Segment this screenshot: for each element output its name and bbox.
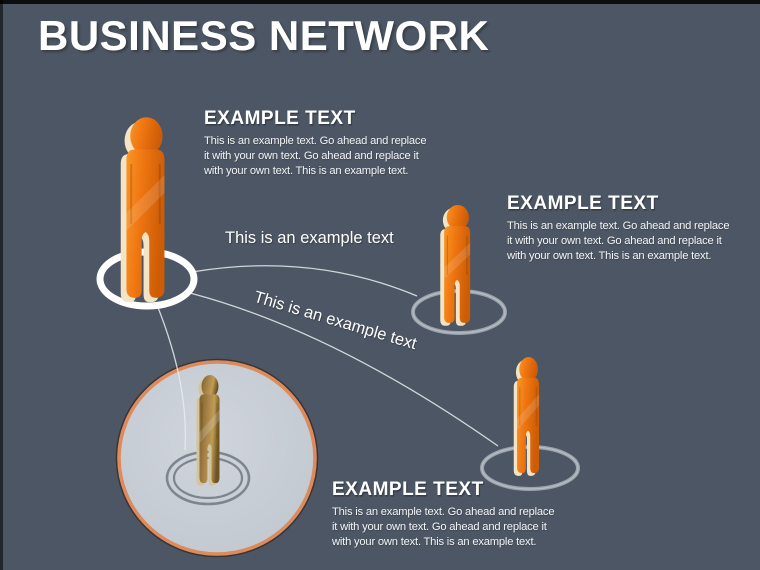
person-icon-highlight <box>196 375 220 486</box>
node3-text: EXAMPLE TEXT This is an example text. Go… <box>332 479 562 550</box>
node2-body: This is an example text. Go ahead and re… <box>507 219 737 264</box>
connector-main-to-highlight <box>156 304 187 451</box>
node3-heading: EXAMPLE TEXT <box>332 479 484 500</box>
slide-title: BUSINESS NETWORK <box>38 12 490 59</box>
node3-body-line-2: it with your own text. Go ahead and repl… <box>332 521 547 533</box>
node2-body-line-2: it with your own text. Go ahead and repl… <box>507 235 722 247</box>
person-icon-bottom <box>513 357 540 476</box>
node1-body-line-3: with your own text. This is an example t… <box>204 165 409 177</box>
node1-body-line-1: This is an example text. Go ahead and re… <box>204 135 427 147</box>
platform-ring-highlight <box>165 450 251 506</box>
node1-body-line-2: it with your own text. Go ahead and repl… <box>204 150 419 162</box>
person-icon-main <box>120 117 165 303</box>
node3-body: This is an example text. Go ahead and re… <box>332 505 562 550</box>
node3-body-line-3: with your own text. This is an example t… <box>332 536 537 548</box>
connector-main-to-middle <box>191 265 418 297</box>
node1-text: EXAMPLE TEXT This is an example text. Go… <box>204 108 434 179</box>
node2-text: EXAMPLE TEXT This is an example text. Go… <box>507 193 737 264</box>
node2-heading: EXAMPLE TEXT <box>507 193 659 214</box>
connector-main-to-bottom <box>189 292 499 447</box>
connector-label-top: This is an example text <box>225 229 394 247</box>
node1-body: This is an example text. Go ahead and re… <box>204 134 434 179</box>
node2-body-line-3: with your own text. This is an example t… <box>507 250 712 262</box>
node3-body-line-1: This is an example text. Go ahead and re… <box>332 506 555 518</box>
node1-heading: EXAMPLE TEXT <box>204 108 356 129</box>
person-icon-middle <box>440 204 471 326</box>
node2-body-line-1: This is an example text. Go ahead and re… <box>507 220 730 232</box>
